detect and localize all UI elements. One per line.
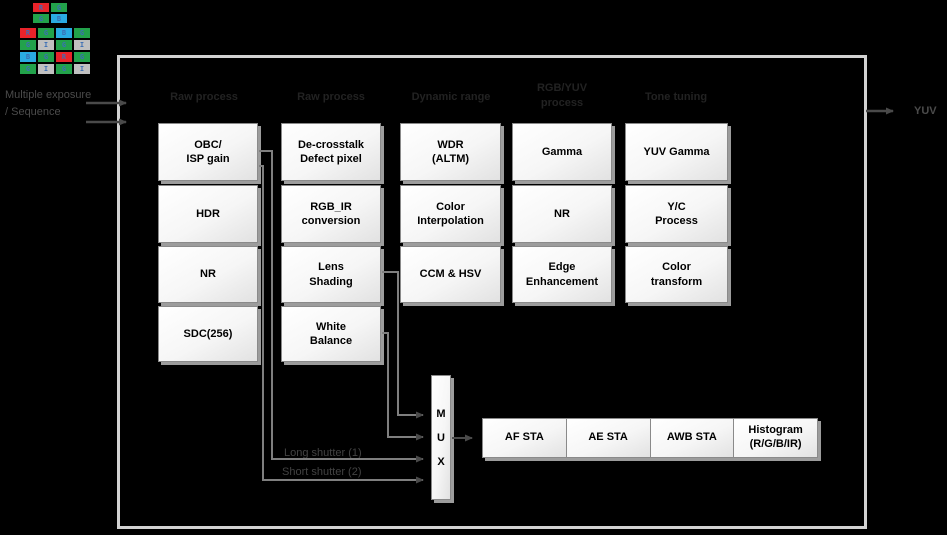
rgbir-cell: I xyxy=(38,64,54,74)
process-box-yc-process: Y/C Process xyxy=(625,185,728,243)
rgbir-cell: I xyxy=(38,40,54,50)
long-shutter-label: Long shutter (1) xyxy=(284,447,362,459)
rgbir-cell: G xyxy=(56,64,72,74)
process-box-yuv-gamma: YUV Gamma xyxy=(625,123,728,181)
process-box-color-transform: Color transform xyxy=(625,246,728,303)
process-box-ccm-hsv: CCM & HSV xyxy=(400,246,501,303)
section-header-rgb-yuv-process: RGB/YUV process xyxy=(536,82,588,109)
process-box-edge-enhancement: Edge Enhancement xyxy=(512,246,612,303)
process-box-lens-shading: Lens Shading xyxy=(281,246,381,303)
section-header-tone-tuning: Tone tuning xyxy=(644,91,708,103)
bayer-cell: B xyxy=(51,14,67,23)
section-header-raw-process-1: Raw process xyxy=(170,91,238,103)
process-box-hdr: HDR xyxy=(158,185,258,243)
rgbir-cell: G xyxy=(74,52,90,62)
rgbir-cell: I xyxy=(74,40,90,50)
output-label-yuv: YUV xyxy=(914,105,937,117)
bayer-cell: G xyxy=(33,14,49,23)
rgbir-cell: R xyxy=(20,28,36,38)
input-label-multiple-exposure: Multiple exposure / Sequence xyxy=(5,89,92,118)
process-box-decrosstalk-defect-pixel: De-crosstalk Defect pixel xyxy=(281,123,381,181)
sta-cell-awb: AWB STA xyxy=(649,419,734,457)
rgbir-cell: B xyxy=(20,52,36,62)
process-box-nr-yuv: NR xyxy=(512,185,612,243)
rgbir-cell: R xyxy=(56,52,72,62)
process-box-nr-raw: NR xyxy=(158,246,258,303)
section-header-raw-process-2: Raw process xyxy=(297,91,365,103)
sta-cell-af: AF STA xyxy=(483,419,566,457)
process-box-rgb-ir-conversion: RGB_IR conversion xyxy=(281,185,381,243)
process-box-wdr-altm: WDR (ALTM) xyxy=(400,123,501,181)
statistics-row: AF STA AE STA AWB STA Histogram (R/G/B/I… xyxy=(482,418,818,458)
process-box-color-interpolation: Color Interpolation xyxy=(400,185,501,243)
short-shutter-label: Short shutter (2) xyxy=(282,466,362,478)
mux-box: M U X xyxy=(431,375,451,500)
sta-cell-histogram: Histogram (R/G/B/IR) xyxy=(733,419,817,457)
sta-cell-ae: AE STA xyxy=(565,419,650,457)
rgbir-cell: G xyxy=(38,52,54,62)
rgbir-cell: I xyxy=(74,64,90,74)
bayer-cell: G xyxy=(51,3,67,12)
rgbir-cell: G xyxy=(20,40,36,50)
process-box-sdc: SDC(256) xyxy=(158,306,258,362)
process-box-white-balance: White Balance xyxy=(281,306,381,362)
rgbir-cell: G xyxy=(20,64,36,74)
process-box-obc-isp-gain: OBC/ ISP gain xyxy=(158,123,258,181)
rgbir-cell: G xyxy=(74,28,90,38)
bayer-pattern-grid: R G G B xyxy=(33,3,67,23)
rgbir-cell: G xyxy=(38,28,54,38)
bayer-cell: R xyxy=(33,3,49,12)
rgbir-pattern-grid: R G B G G I G I B G R G G I G I xyxy=(20,28,90,74)
process-box-gamma: Gamma xyxy=(512,123,612,181)
rgbir-cell: G xyxy=(56,40,72,50)
section-header-dynamic-range: Dynamic range xyxy=(411,91,491,103)
rgbir-cell: B xyxy=(56,28,72,38)
